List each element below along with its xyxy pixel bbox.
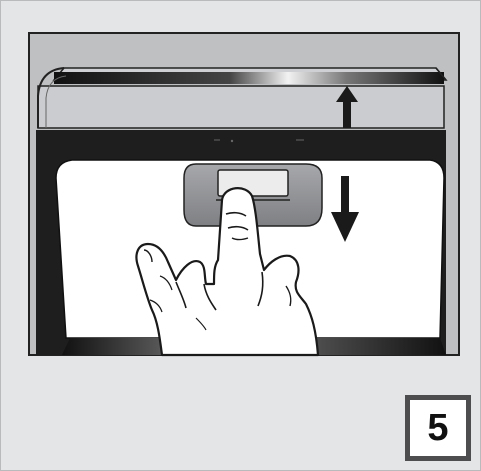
step-badge-inner: 5 <box>410 400 466 456</box>
step-number: 5 <box>427 409 448 447</box>
step-badge: 5 <box>405 395 471 461</box>
lid-shelf <box>38 68 446 128</box>
